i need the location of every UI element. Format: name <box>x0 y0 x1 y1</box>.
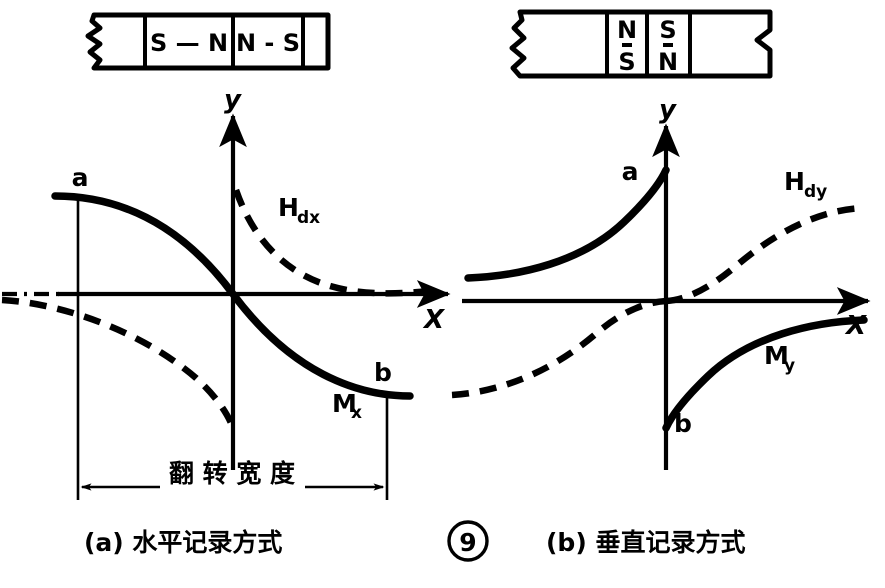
curve-hdx-dashed-upper <box>232 188 431 297</box>
curve-my-solid-lower <box>662 316 868 432</box>
dimension-label-text: 翻 转 宽 度 <box>169 459 295 488</box>
point-label-a-left: a <box>72 163 89 192</box>
curve-label-hdy-sub: dy <box>804 182 827 202</box>
curve-label-mx-sub: x <box>351 403 362 423</box>
dimension-reversal-width: 翻 转 宽 度 <box>80 459 385 491</box>
caption-panel-b: (b) 垂直记录方式 <box>546 528 745 557</box>
curve-hdy-dashed-upper <box>665 204 863 305</box>
curve-mx-solid <box>51 192 414 400</box>
curve-label-my-main: M <box>764 341 789 370</box>
tape-cell-label-s-top: S <box>659 16 676 44</box>
tape-cell-label-ns: N - S <box>236 29 300 57</box>
curve-label-my-sub: y <box>784 356 795 376</box>
vertical-recording-tape: N S S N <box>509 9 773 79</box>
panel-vertical-recording: X y a b M y H dy (b) 垂直记录方式 <box>451 95 871 557</box>
tape-cell-label-n-bottom: N <box>658 48 678 76</box>
curve-label-hdx-main: H <box>278 193 299 222</box>
curve-hdx-dashed-lower <box>1 296 237 430</box>
tape-body-right <box>509 9 773 79</box>
curve-label-my: M y <box>764 341 795 376</box>
panel-horizontal-recording: X y a b M x H dx 翻 转 宽 度 (a) 水平记录方式 <box>1 85 451 557</box>
curve-my-solid-upper <box>464 166 670 282</box>
x-axis-label-left: X <box>422 305 446 335</box>
curve-label-hdy-main: H <box>784 167 805 196</box>
horizontal-recording-tape: S — N N - S <box>85 12 331 71</box>
curve-label-hdx: H dx <box>278 193 320 228</box>
figure-number-text: 9 <box>459 528 476 557</box>
caption-panel-a: (a) 水平记录方式 <box>84 528 282 557</box>
curve-label-mx: M x <box>332 389 362 423</box>
curve-label-hdy: H dy <box>784 167 827 202</box>
point-label-a-right: a <box>622 157 639 186</box>
x-axis-label-right: X <box>844 311 868 341</box>
y-axis-label-left: y <box>224 85 242 115</box>
curve-hdy-dashed-lower <box>451 297 667 399</box>
tape-body-left <box>85 12 331 71</box>
curve-label-hdx-sub: dx <box>297 208 320 228</box>
figure-number-ring <box>447 520 489 562</box>
curve-label-mx-main: M <box>332 389 357 418</box>
tape-cell-label-n-top: N <box>617 16 637 44</box>
point-label-b-left: b <box>374 358 392 387</box>
tape-cell-label-sn: S — N <box>150 29 228 57</box>
tape-cell-label-s-bottom: S <box>618 48 635 76</box>
point-label-b-right: b <box>674 409 692 438</box>
figure-number-badge: 9 <box>447 520 489 562</box>
y-axis-label-right: y <box>659 95 677 125</box>
